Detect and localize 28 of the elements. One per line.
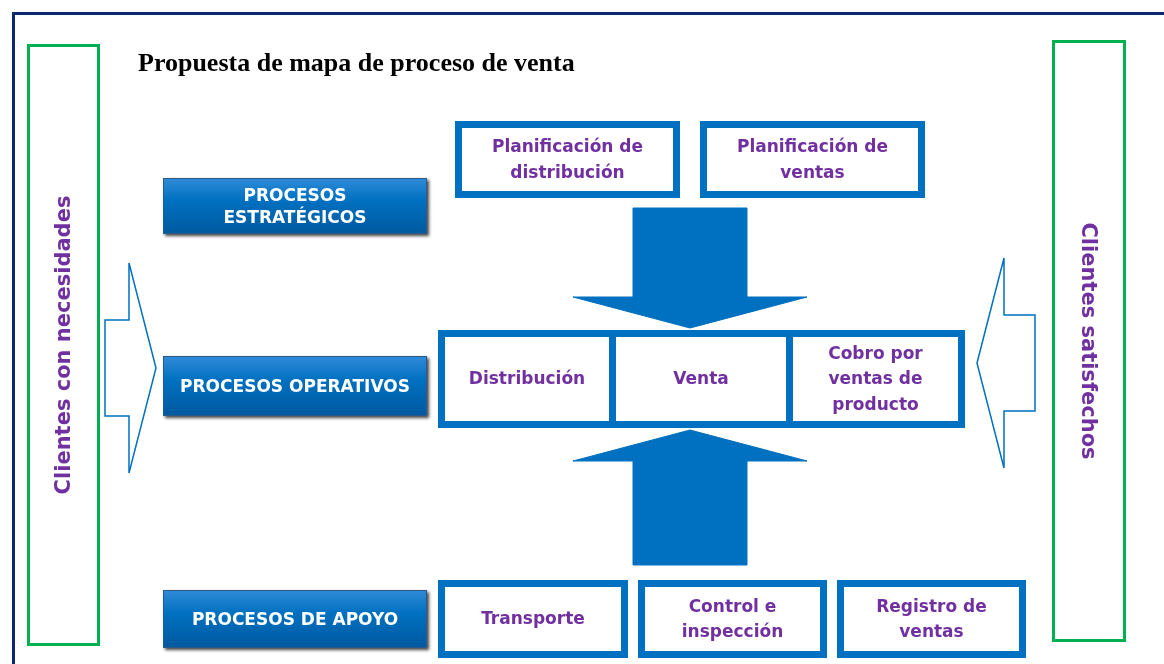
box-label: PROCESOS DE APOYO bbox=[191, 607, 399, 631]
category-label-bar bbox=[163, 178, 427, 234]
process-box bbox=[638, 580, 827, 658]
box-label: PROCESOS ESTRATÉGICOS bbox=[222, 183, 368, 229]
category-label-bar bbox=[163, 356, 427, 416]
process-box bbox=[438, 580, 628, 658]
box-label: Registro de ventas bbox=[875, 594, 988, 643]
box-label: Planificación de ventas bbox=[735, 135, 890, 184]
box-label: PROCESOS OPERATIVOS bbox=[180, 374, 410, 398]
vertical-label: Clientes satisfechos bbox=[1077, 222, 1101, 460]
client-box bbox=[1052, 40, 1126, 642]
block-arrow bbox=[572, 429, 808, 566]
box-label: Distribución bbox=[468, 367, 586, 391]
block-arrow bbox=[104, 262, 157, 474]
process-box bbox=[700, 121, 925, 198]
box-label: Control e inspección bbox=[680, 594, 785, 643]
box-label: Transporte bbox=[481, 607, 585, 631]
box-label: Cobro por ventas de producto bbox=[827, 341, 924, 416]
vertical-label: Clientes con necesidades bbox=[51, 195, 76, 495]
process-box bbox=[837, 580, 1026, 658]
category-label-bar bbox=[163, 590, 427, 648]
client-box bbox=[27, 44, 100, 646]
box-label: Planificación de distribución bbox=[490, 135, 645, 184]
block-arrow bbox=[976, 257, 1036, 469]
block-arrow bbox=[572, 207, 808, 329]
box-label: Venta bbox=[673, 367, 729, 391]
process-box bbox=[455, 121, 680, 198]
diagram-title: Propuesta de mapa de proceso de venta bbox=[138, 48, 575, 78]
